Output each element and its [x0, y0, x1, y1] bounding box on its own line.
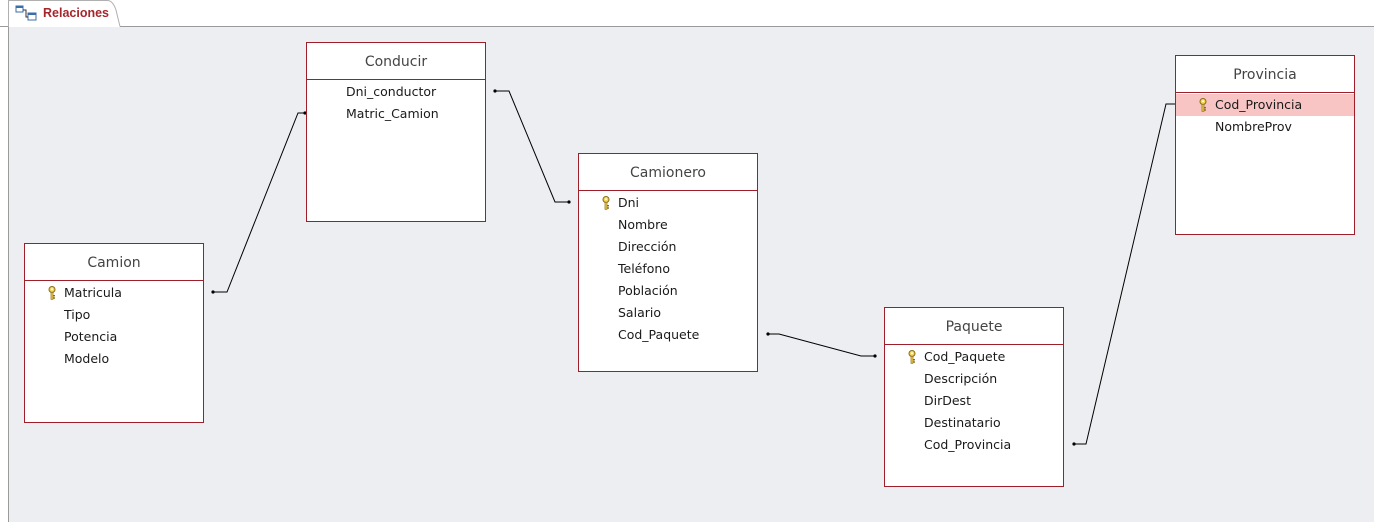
field-name: Cod_Paquete [618, 327, 700, 342]
tab-bar-line-left [0, 26, 9, 27]
table-title[interactable]: Camionero [579, 154, 757, 191]
field-row[interactable]: Potencia [25, 326, 203, 348]
field-row[interactable]: Dni [579, 192, 757, 214]
field-name: DirDest [924, 393, 971, 408]
table-title[interactable]: Camion [25, 244, 203, 281]
relationships-icon [15, 5, 37, 21]
field-row[interactable]: Cod_Provincia [1176, 94, 1354, 116]
relationship-line-camionero-paquete[interactable] [766, 332, 877, 358]
field-name: Población [618, 283, 678, 298]
field-row[interactable]: Población [579, 280, 757, 302]
field-name: Modelo [64, 351, 110, 366]
field-row[interactable]: Cod_Paquete [885, 346, 1063, 368]
tab-outline [8, 0, 121, 27]
field-row[interactable]: Nombre [579, 214, 757, 236]
field-row[interactable]: Cod_Paquete [579, 324, 757, 346]
field-name: Cod_Provincia [924, 437, 1012, 452]
field-row[interactable]: Modelo [25, 348, 203, 370]
relationship-line-paquete-provincia[interactable] [1072, 102, 1180, 446]
field-row[interactable]: NombreProv [1176, 116, 1354, 138]
field-row[interactable]: Destinatario [885, 412, 1063, 434]
document-tab-bar: Relaciones [0, 0, 1374, 27]
table-title[interactable]: Paquete [885, 308, 1063, 345]
primary-key-icon [601, 195, 611, 210]
field-row[interactable]: Dni_conductor [307, 81, 485, 103]
tab-relaciones[interactable]: Relaciones [8, 0, 120, 27]
field-name: Descripción [924, 371, 998, 386]
field-row[interactable]: Salario [579, 302, 757, 324]
field-name: Nombre [618, 217, 668, 232]
field-row[interactable]: Dirección [579, 236, 757, 258]
primary-key-icon [1198, 97, 1208, 112]
relationship-lines [211, 89, 1180, 446]
tab-relaciones-label: Relaciones [43, 6, 110, 20]
field-name: NombreProv [1215, 119, 1292, 134]
field-name: Potencia [64, 329, 118, 344]
field-name: Matric_Camion [346, 106, 439, 121]
field-row[interactable]: Tipo [25, 304, 203, 326]
field-row[interactable]: DirDest [885, 390, 1063, 412]
table-title[interactable]: Provincia [1176, 56, 1354, 93]
field-row[interactable]: Descripción [885, 368, 1063, 390]
field-name: Dirección [618, 239, 677, 254]
primary-key-icon [907, 349, 917, 364]
primary-key-icon [47, 285, 57, 300]
field-name: Tipo [64, 307, 91, 322]
field-name: Destinatario [924, 415, 1001, 430]
field-name: Cod_Paquete [924, 349, 1006, 364]
field-name: Teléfono [618, 261, 670, 276]
field-name: Dni [618, 195, 640, 210]
field-row[interactable]: Matric_Camion [307, 103, 485, 125]
table-title[interactable]: Conducir [307, 43, 485, 80]
field-row[interactable]: Matricula [25, 282, 203, 304]
field-name: Matricula [64, 285, 122, 300]
field-row[interactable]: Cod_Provincia [885, 434, 1063, 456]
field-name: Dni_conductor [346, 84, 437, 99]
field-name: Salario [618, 305, 661, 320]
tab-bar-line-right [120, 26, 1374, 27]
relationship-line-conducir-camionero[interactable] [493, 89, 571, 204]
relationship-line-camion-conducir[interactable] [211, 111, 307, 294]
field-row[interactable]: Teléfono [579, 258, 757, 280]
field-name: Cod_Provincia [1215, 97, 1303, 112]
